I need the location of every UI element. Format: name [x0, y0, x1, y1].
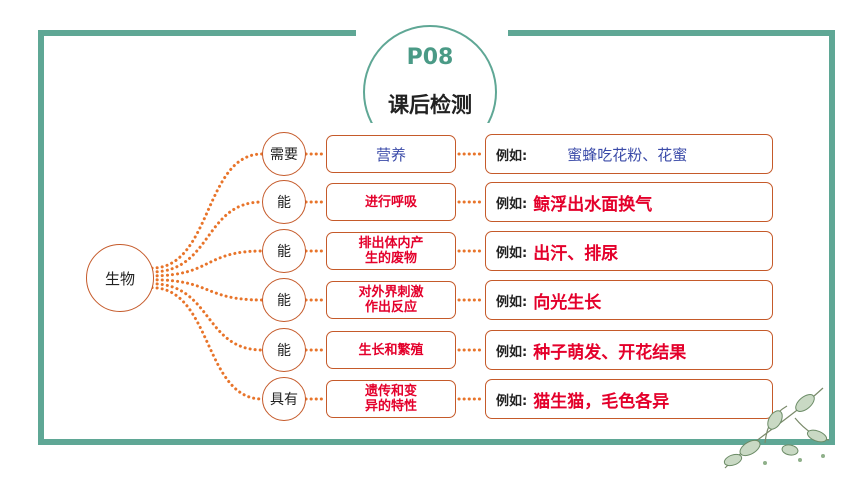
root-label: 生物	[104, 269, 135, 288]
branch-connector	[150, 152, 264, 270]
action-label: 营养	[375, 145, 406, 164]
concept-diagram: 生物需要营养例如:蜜蜂吃花粉、花蜜能进行呼吸例如:鲸浮出水面换气能排出体内产 生…	[80, 123, 778, 428]
verb-label: 能	[277, 343, 291, 359]
verb-label: 能	[277, 244, 291, 260]
example-label: 例如:	[496, 245, 528, 261]
example-text: 出汗、排尿	[533, 243, 619, 264]
example-label: 例如:	[496, 393, 528, 409]
slide-frame	[38, 30, 835, 445]
action-box: 生长和繁殖	[326, 331, 456, 369]
action-label: 生长和繁殖	[358, 342, 424, 358]
page-number: P08	[406, 45, 454, 70]
example-text: 向光生长	[533, 292, 602, 313]
verb-node: 能	[262, 328, 306, 372]
branch-connector	[150, 286, 264, 401]
branch-connector	[150, 278, 264, 302]
action-box: 营养	[326, 135, 456, 173]
action-box: 进行呼吸	[326, 183, 456, 221]
branch-connector	[150, 282, 264, 352]
example-label: 例如:	[496, 196, 528, 212]
verb-node: 能	[262, 180, 306, 224]
branch-connector	[150, 200, 264, 274]
root-node-biology: 生物	[86, 244, 154, 312]
example-box: 例如: 猫生猫，毛色各异	[485, 379, 773, 419]
example-label: 例如:	[496, 344, 528, 360]
action-label: 排出体内产 生的废物	[358, 236, 424, 266]
action-box: 排出体内产 生的废物	[326, 232, 456, 270]
example-box: 例如: 出汗、排尿	[485, 231, 773, 271]
verb-node: 具有	[262, 377, 306, 421]
connector-lines	[150, 152, 484, 401]
action-box: 遗传和变 异的特性	[326, 380, 456, 418]
verb-node: 能	[262, 278, 306, 322]
frame-top-right	[508, 30, 835, 36]
action-label: 遗传和变 异的特性	[364, 384, 417, 414]
verb-label: 需要	[270, 147, 298, 163]
example-text: 种子萌发、开花结果	[533, 342, 687, 363]
example-text: 蜜蜂吃花粉、花蜜	[567, 145, 688, 164]
example-label: 例如:	[496, 148, 528, 164]
example-box: 例如: 鲸浮出水面换气	[485, 182, 773, 222]
leaf-sprig-icon	[723, 387, 830, 469]
example-box: 例如: 蜜蜂吃花粉、花蜜	[485, 134, 773, 174]
example-text: 猫生猫，毛色各异	[533, 391, 670, 412]
branch-connector	[150, 249, 264, 278]
verb-label: 能	[277, 195, 291, 211]
page-title: 课后检测	[388, 93, 472, 117]
verb-label: 能	[277, 293, 291, 309]
action-label: 进行呼吸	[364, 194, 417, 210]
action-box: 对外界刺激 作出反应	[326, 281, 456, 319]
example-box: 例如: 向光生长	[485, 280, 773, 320]
example-text: 鲸浮出水面换气	[533, 194, 653, 215]
frame-top-left	[38, 30, 356, 36]
action-label: 对外界刺激 作出反应	[358, 285, 424, 315]
example-label: 例如:	[496, 294, 528, 310]
verb-label: 具有	[270, 392, 298, 408]
verb-node: 能	[262, 229, 306, 273]
verb-node: 需要	[262, 132, 306, 176]
example-box: 例如: 种子萌发、开花结果	[485, 330, 773, 370]
